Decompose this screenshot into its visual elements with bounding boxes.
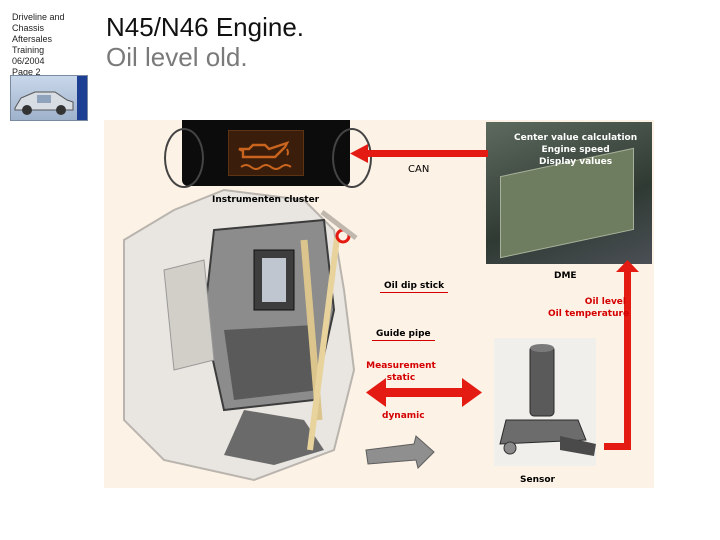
measurement-label: Measurement static — [366, 360, 436, 384]
dme-caption-line: Engine speed — [541, 145, 610, 155]
instrument-cluster-image — [164, 120, 372, 188]
guide-pipe-label: Guide pipe — [372, 328, 435, 341]
diagram-panel: Center value calculation Engine speed Di… — [104, 120, 654, 488]
gauge — [332, 128, 372, 188]
course-info-line: 06/2004 — [12, 56, 45, 66]
dme-caption-line: Center value calculation — [514, 133, 638, 143]
dme-label: DME — [554, 271, 577, 281]
car-thumbnail-icon — [10, 75, 88, 121]
dme-control-unit-image — [486, 122, 652, 264]
sensor-label: Sensor — [520, 475, 555, 485]
course-info-line: Training — [12, 45, 45, 55]
dme-caption-line: Display values — [539, 157, 613, 167]
oil-warning-display — [228, 130, 304, 176]
measurement-type: static — [386, 373, 416, 383]
can-label: CAN — [408, 164, 430, 175]
dynamic-label: dynamic — [382, 411, 425, 421]
signal-arrows — [350, 144, 639, 469]
page-title: N45/N46 Engine. — [106, 12, 305, 42]
oil-level-sensor-image — [499, 344, 596, 456]
course-info-line: Driveline and — [12, 12, 65, 22]
course-info: Driveline and Chassis Aftersales Trainin… — [12, 12, 84, 78]
oil-level-label: Oil level — [584, 297, 626, 307]
dme-caption: Center value calculation Engine speed Di… — [514, 132, 637, 168]
measurement-line: Measurement — [366, 361, 436, 371]
course-info-line: Page 2 — [12, 67, 41, 77]
page-subtitle: Oil level old. — [106, 42, 248, 72]
cluster-label: Instrumenten cluster — [212, 195, 320, 205]
gauge — [164, 128, 204, 188]
course-info-line: Chassis — [12, 23, 45, 33]
engine-cutaway-image — [123, 188, 358, 482]
oil-values: Oil level Oil temperature — [548, 296, 630, 320]
course-info-line: Aftersales — [12, 34, 53, 44]
dipstick-label: Oil dip stick — [380, 280, 449, 293]
oil-temperature-label: Oil temperature — [548, 309, 630, 319]
oil-can-warning-icon — [238, 140, 292, 170]
